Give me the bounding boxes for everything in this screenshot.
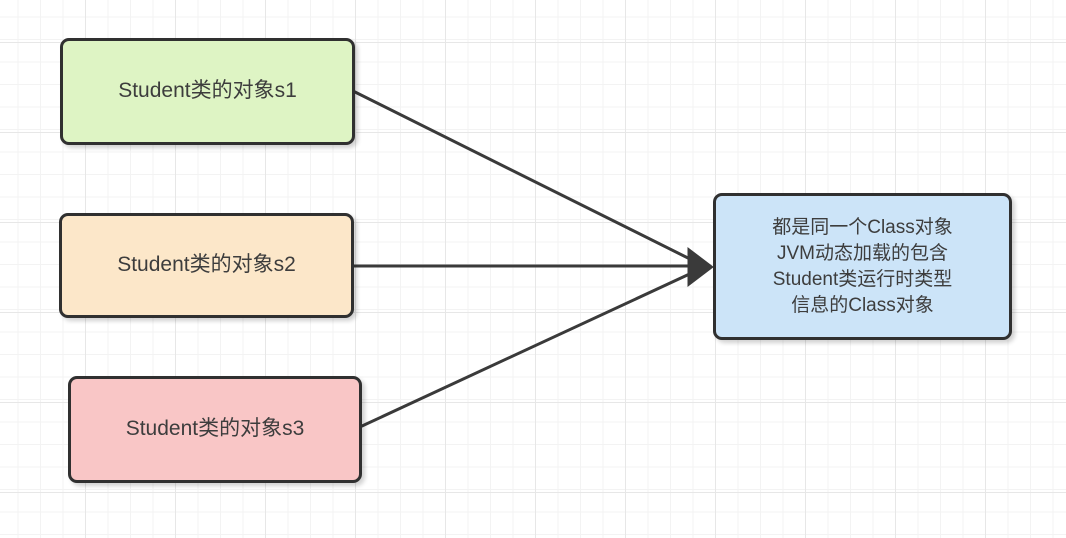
arrowhead-icon [687, 246, 714, 288]
node-student-s3-label: Student类的对象s3 [125, 417, 305, 441]
node-student-s1-label: Student类的对象s1 [118, 79, 297, 103]
node-class-object-line-4: 信息的Class对象 [791, 294, 934, 316]
node-class-object-line-2: JVM动态加载的包含 [776, 242, 948, 264]
node-class-object-line-1: 都是同一个Class对象 [772, 216, 953, 238]
node-class-object-line-3: Student类运行时类型 [772, 268, 953, 290]
node-student-s1: Student类的对象s1 [60, 38, 355, 145]
node-student-s3: Student类的对象s3 [68, 376, 362, 483]
edge-s1-to-class [353, 90, 698, 264]
node-class-object: 都是同一个Class对象 JVM动态加载的包含 Student类运行时类型 信息… [713, 193, 1012, 340]
edge-s3-to-class [360, 269, 698, 428]
node-student-s2-label: Student类的对象s2 [117, 253, 296, 277]
node-student-s2: Student类的对象s2 [59, 213, 354, 318]
